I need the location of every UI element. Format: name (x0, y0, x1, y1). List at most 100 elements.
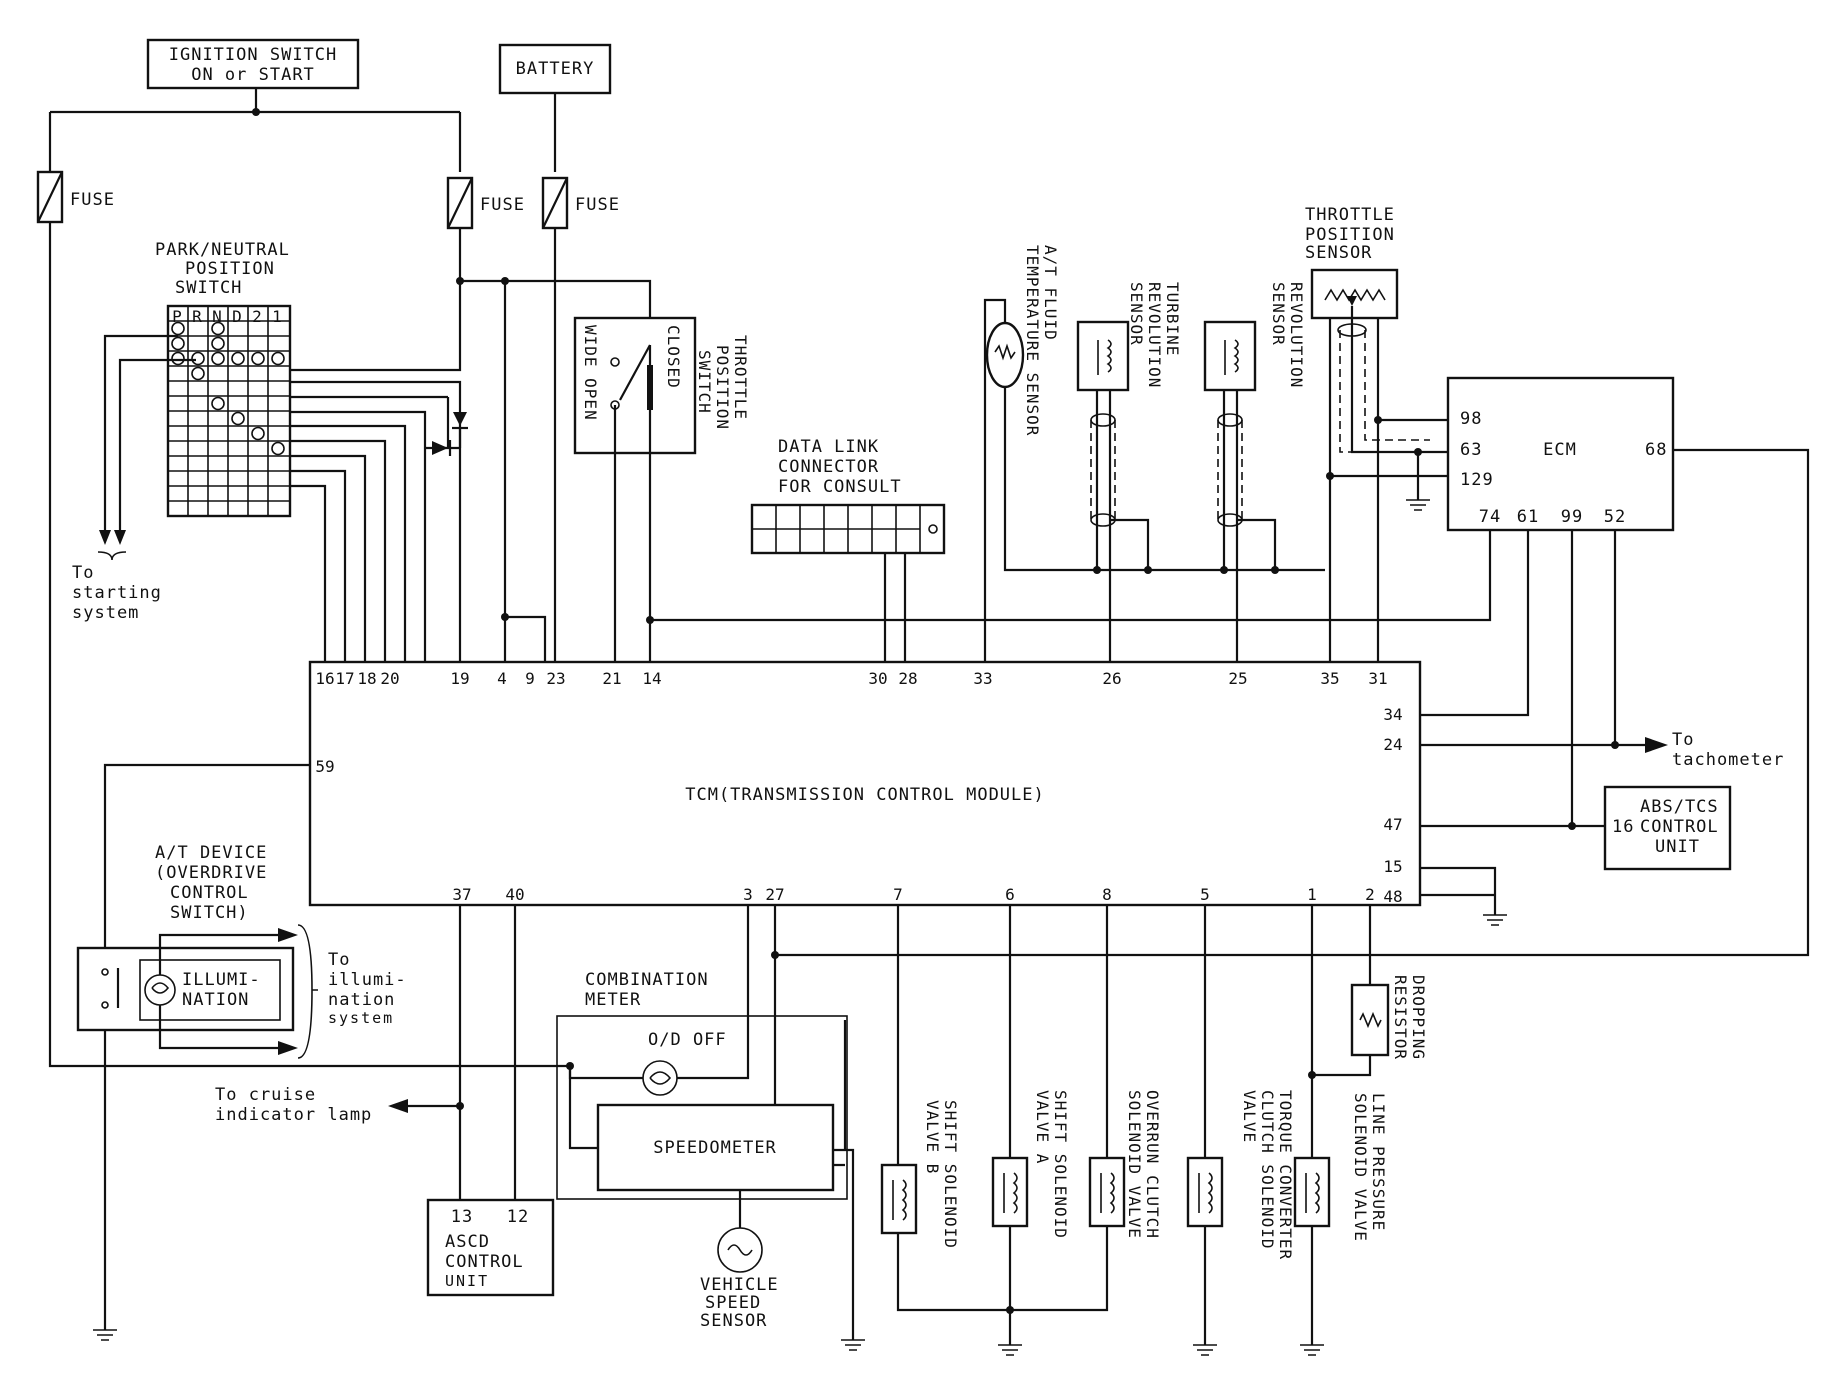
pnp-col-d: D (232, 307, 242, 326)
tcm-right-pins: 34 24 47 15 48 (1383, 705, 1402, 906)
tcm-pin-28: 28 (898, 669, 917, 688)
tcm-pin-23: 23 (546, 669, 565, 688)
pnp-grid (166, 304, 292, 518)
combination-label-1: COMBINATION (585, 970, 709, 990)
atdevice-label-2: (OVERDRIVE (155, 863, 267, 883)
line-pressure-label-1: LINE PRESSURE (1369, 1093, 1388, 1231)
battery-label: BATTERY (516, 59, 595, 79)
tcm-pin-16: 16 (315, 669, 334, 688)
to-starting-3: system (72, 603, 139, 623)
combination-meter: COMBINATION METER O/D OFF SPEEDOMETER (556, 970, 848, 1200)
tcm-bottom-pins: 37 40 3 27 7 6 8 5 1 2 (452, 885, 1374, 904)
speedometer-label: SPEEDOMETER (653, 1138, 777, 1158)
od-off-label: O/D OFF (648, 1030, 727, 1050)
tp-sensor-label-1: THROTTLE (1305, 205, 1395, 225)
tcm-pin-48: 48 (1383, 887, 1402, 906)
tcm-pin-18: 18 (357, 669, 376, 688)
to-cruise-1: To cruise (215, 1085, 316, 1105)
vehicle-speed-sensor: VEHICLE SPEED SENSOR (700, 1190, 778, 1331)
tcm-pin-15: 15 (1383, 857, 1402, 876)
ecm-pin-61: 61 (1517, 507, 1539, 527)
shift-solenoid-valve-a: SHIFT SOLENOID VALVE A (991, 1090, 1070, 1239)
tcm-pin-14: 14 (642, 669, 661, 688)
fluid-sensor-label-2: TEMPERATURE SENSOR (1023, 245, 1042, 436)
tcm-pin-33: 33 (973, 669, 992, 688)
throttle-position-sensor: THROTTLE POSITION SENSOR (1305, 205, 1448, 662)
data-link-connector: DATA LINK CONNECTOR FOR CONSULT (750, 437, 946, 555)
to-starting-1: To (72, 563, 94, 583)
atdevice-label-1: A/T DEVICE (155, 843, 267, 863)
ascd-label-1: ASCD (445, 1232, 490, 1252)
tcm-pin-30: 30 (868, 669, 887, 688)
fuse-3: FUSE (541, 176, 620, 230)
pnp-title-2: POSITION (185, 259, 275, 279)
ecm: 98 63 129 ECM 68 74 61 99 52 (1446, 376, 1675, 532)
tcm-pin-19: 19 (450, 669, 469, 688)
tcm-pin-17: 17 (335, 669, 354, 688)
ecm-pin-74: 74 (1479, 507, 1501, 527)
pnp-col-r: R (192, 307, 202, 326)
turbine-label-2: REVOLUTION (1145, 282, 1164, 388)
combination-label-2: METER (585, 990, 641, 1010)
ignition-label-1: IGNITION SWITCH (169, 45, 338, 65)
overrun-clutch-solenoid-valve: OVERRUN CLUTCH SOLENOID VALVE (1088, 1090, 1162, 1239)
atdevice-label-3: CONTROL (170, 883, 249, 903)
tcm-pin-27: 27 (765, 885, 784, 904)
tcm-pin-7: 7 (893, 885, 903, 904)
tcm-pin-8: 8 (1102, 885, 1112, 904)
torque-converter-clutch-solenoid-valve: TORQUE CONVERTER CLUTCH SOLENOID VALVE (1186, 1090, 1295, 1260)
atdevice-label-4: SWITCH) (170, 903, 249, 923)
tps-label-3: SWITCH (695, 350, 714, 414)
tps-label-1: THROTTLE (731, 335, 750, 420)
pnp-title-1: PARK/NEUTRAL (155, 240, 290, 260)
ecm-pin-129: 129 (1460, 470, 1494, 490)
tcm-pin-5: 5 (1200, 885, 1210, 904)
pnp-col-labels: P R N D 2 1 (172, 307, 282, 326)
tcm-pin-9: 9 (525, 669, 535, 688)
pnp-col-p: P (172, 307, 182, 326)
dlc-label-2: CONNECTOR (778, 457, 879, 477)
ecm-pin-63: 63 (1460, 440, 1482, 460)
throttle-position-switch: CLOSED WIDE OPEN THROTTLE POSITION SWITC… (573, 316, 750, 455)
illumination-label-2: NATION (182, 990, 249, 1010)
tps-label-2: POSITION (713, 345, 732, 430)
abs-pin-16: 16 (1612, 817, 1634, 837)
tcm-pin-25: 25 (1228, 669, 1247, 688)
ground-tps (1406, 499, 1430, 511)
fuse-3-label: FUSE (575, 195, 620, 215)
line-pressure-solenoid-valve: LINE PRESSURE SOLENOID VALVE (1293, 1093, 1388, 1242)
tcm-pin-34: 34 (1383, 705, 1402, 724)
turbine-revolution-sensor: TURBINE REVOLUTION SENSOR (1076, 282, 1182, 662)
rev-label-1: REVOLUTION (1287, 282, 1306, 388)
ignition-label-2: ON or START (191, 65, 315, 85)
ecm-pin-99: 99 (1561, 507, 1583, 527)
ascd-pin-12: 12 (507, 1207, 529, 1227)
tcm-name: TCM(TRANSMISSION CONTROL MODULE) (685, 785, 1045, 805)
overrun-label-2: SOLENOID VALVE (1125, 1090, 1144, 1239)
ascd-control-unit: 13 12 ASCD CONTROL UNIT (426, 1198, 555, 1297)
tcm-pin-1: 1 (1307, 885, 1317, 904)
fuse-1-label: FUSE (70, 190, 115, 210)
shift-b-label-2: VALVE B (923, 1100, 942, 1174)
ignition-switch: IGNITION SWITCH ON or START (146, 38, 360, 90)
shift-a-label-2: VALVE A (1033, 1090, 1052, 1164)
dropping-resistor: DROPPING RESISTOR (1350, 975, 1428, 1060)
illumination-label-1: ILLUMI- (182, 970, 261, 990)
fuse-2: FUSE (446, 176, 524, 230)
pnp-col-1: 1 (272, 307, 282, 326)
tcm-pin-2: 2 (1365, 885, 1375, 904)
ecm-pin-98: 98 (1460, 409, 1482, 429)
tcm-pin-31: 31 (1368, 669, 1387, 688)
tcm-pin-26: 26 (1102, 669, 1121, 688)
tcm-pin-4: 4 (497, 669, 507, 688)
tcc-label-1: TORQUE CONVERTER (1276, 1090, 1295, 1260)
fluid-sensor-label-1: A/T FLUID (1041, 245, 1060, 341)
dlc-label-1: DATA LINK (778, 437, 879, 457)
shift-b-label-1: SHIFT SOLENOID (941, 1100, 960, 1249)
turbine-label-3: SENSOR (1127, 282, 1146, 346)
to-illumination-4: system (328, 1009, 394, 1027)
ground-solenoids (998, 1344, 1324, 1356)
rev-label-2: SENSOR (1269, 282, 1288, 346)
ecm-pin-68: 68 (1645, 440, 1667, 460)
dropping-label-2: RESISTOR (1391, 975, 1410, 1060)
